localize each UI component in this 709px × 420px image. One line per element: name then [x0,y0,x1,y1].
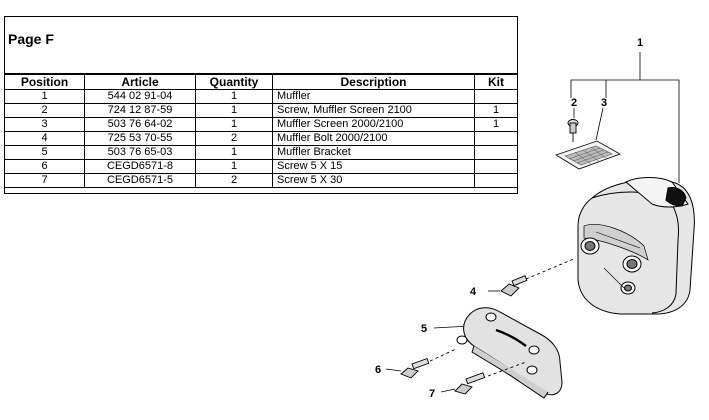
header-description: Description [272,73,475,90]
cell-quantity: 1 [195,89,273,104]
header-article: Article [84,73,196,90]
callout-5: 5 [421,323,427,335]
muffler-body-1 [577,177,695,315]
page-title: Page F [8,31,54,47]
cell-description: Screw 5 X 30 [272,173,475,188]
cell-quantity: 2 [195,131,273,146]
cell-article: 503 76 64-02 [84,117,196,132]
table-row: 3 503 76 64-02 1 Muffler Screen 2000/210… [5,117,517,132]
callout-7: 7 [429,388,435,400]
cell-article: 544 02 91-04 [84,89,196,104]
cell-description: Muffler Bolt 2000/2100 [272,131,475,146]
cell-position: 4 [5,131,85,146]
cell-position: 2 [5,103,85,118]
cell-position: 1 [41,90,48,102]
cell-quantity: 1 [195,159,273,174]
cell-quantity: 1 [195,145,273,160]
muffler-bracket-5 [456,307,563,399]
header-position: Position [5,73,85,90]
header-kit: Kit [474,73,517,90]
cell-kit [474,159,517,174]
table-row: 5 503 76 65-03 1 Muffler Bracket [5,145,517,160]
cell-kit [474,131,517,146]
cell-description: Muffler Screen 2000/2100 [272,117,475,132]
cell-position: 5 [5,145,85,160]
cell-position: 6 [5,159,85,174]
callout-2: 2 [571,97,577,109]
muffler-bolt-4 [500,257,577,297]
cell-quantity: 2 [195,173,273,188]
cell-position: 7 [5,173,85,188]
cell-kit [474,145,517,160]
table-header-row: Position Article Quantity Description Ki… [5,73,517,90]
table-row: 2 724 12 87-59 1 Screw, Muffler Screen 2… [5,103,517,118]
muffler-screen-3 [555,140,621,170]
cell-quantity: 1 [195,103,273,118]
cell-position: 3 [5,117,85,132]
callout-3: 3 [601,97,607,109]
callout-4: 4 [470,286,477,298]
cell-kit [474,89,517,104]
parts-list-frame: Page F Position Article Quantity Descrip… [4,16,518,194]
cell-article: 725 53 70-55 [84,131,196,146]
screw-2 [567,119,579,142]
cell-description: Muffler [272,89,475,104]
table-row: 6 CEGD6571-8 1 Screw 5 X 15 [5,159,517,174]
table-row: 4 725 53 70-55 2 Muffler Bolt 2000/2100 [5,131,517,146]
cell-article: CEGD6571-8 [84,159,196,174]
cell-quantity: 1 [195,117,273,132]
cell-kit [474,173,517,188]
cell-description: Screw, Muffler Screen 2100 [272,103,475,118]
table-row: 1 544 02 91-04 1 Muffler [5,89,517,104]
cell-kit: 1 [474,117,517,132]
callout-1: 1 [637,37,643,49]
cell-description: Screw 5 X 15 [272,159,475,174]
cell-kit: 1 [474,103,517,118]
screw-6 [400,348,457,379]
cell-description: Muffler Bracket [272,145,475,160]
callout-6: 6 [375,364,381,376]
exploded-parts-diagram: 1 2 3 4 5 6 7 [375,37,695,400]
cell-article: CEGD6571-5 [84,173,196,188]
parts-table: Position Article Quantity Description Ki… [5,73,517,188]
cell-article: 503 76 65-03 [84,145,196,160]
header-quantity: Quantity [195,73,273,90]
screw-7 [454,361,527,395]
table-row: 7 CEGD6571-5 2 Screw 5 X 30 [5,173,517,188]
cell-article: 724 12 87-59 [84,103,196,118]
